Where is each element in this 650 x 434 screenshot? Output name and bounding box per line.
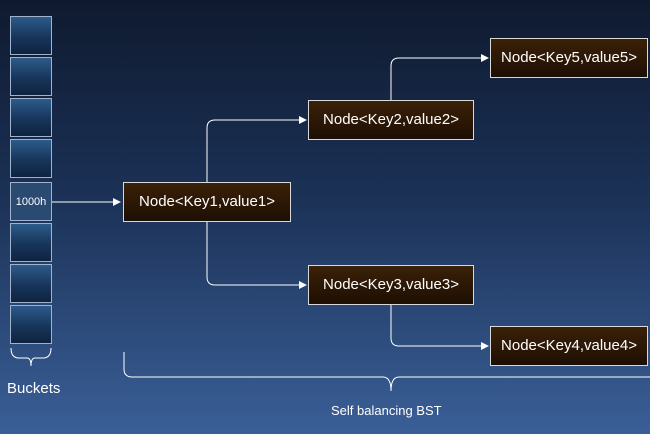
bucket-slot (10, 223, 52, 262)
buckets-label: Buckets (7, 380, 61, 397)
bucket-slot (10, 305, 52, 344)
arrow-key1-to-key3 (206, 222, 307, 289)
buckets-brace (10, 347, 52, 367)
node-key2: Node<Key2,value2> (308, 100, 474, 140)
bucket-slot-address: 1000h (10, 182, 52, 221)
node-key4: Node<Key4,value4> (490, 326, 648, 366)
node-key1: Node<Key1,value1> (123, 182, 291, 222)
bst-label: Self balancing BST (331, 403, 442, 418)
bst-brace (123, 352, 650, 392)
bucket-array: 1000h (10, 16, 52, 344)
bucket-slot (10, 57, 52, 96)
bucket-slot (10, 98, 52, 137)
arrow-key2-to-key5 (390, 54, 489, 100)
bucket-slot (10, 16, 52, 55)
bucket-slot (10, 139, 52, 178)
bucket-slot (10, 264, 52, 303)
arrow-key3-to-key4 (390, 305, 489, 350)
arrow-key1-to-key2 (206, 116, 307, 182)
node-key5: Node<Key5,value5> (490, 38, 648, 78)
node-key3: Node<Key3,value3> (308, 265, 474, 305)
